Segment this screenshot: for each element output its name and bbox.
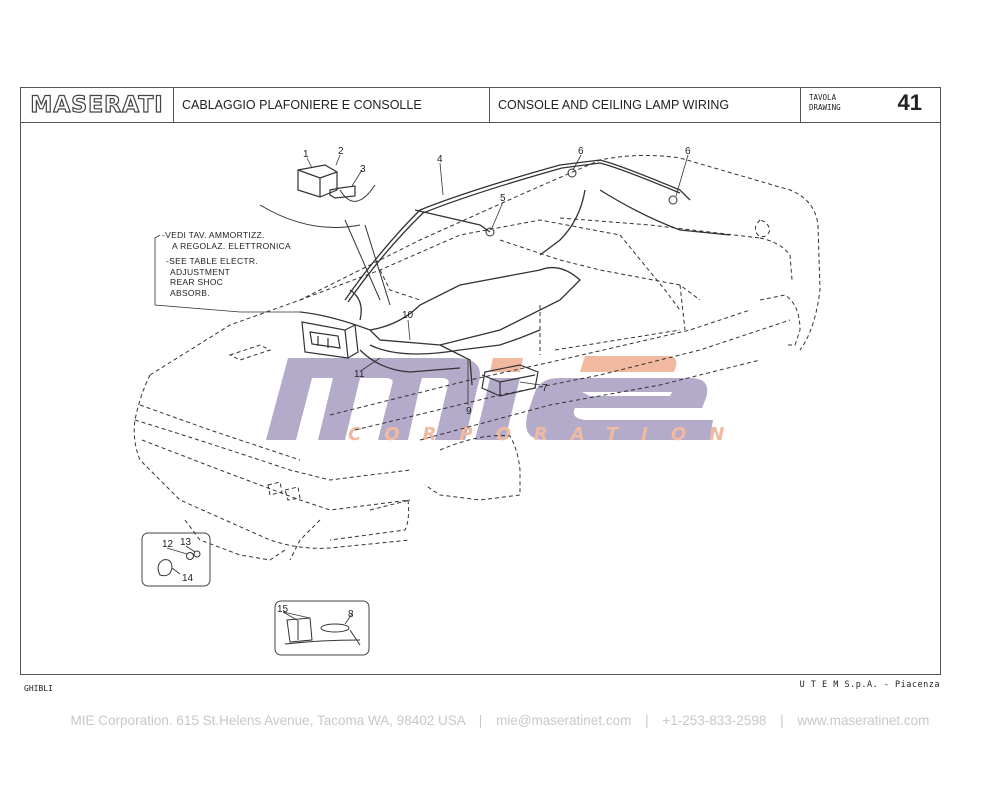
- inset-box-switch: [274, 600, 370, 656]
- drawing-number-cell: TAVOLA DRAWING 41: [801, 88, 940, 122]
- note-en-line2: ADJUSTMENT: [170, 266, 231, 277]
- callout-13: 13: [180, 537, 192, 548]
- console-harness: [299, 266, 581, 386]
- model-code: GHIBLI: [24, 684, 53, 693]
- footer-email-link[interactable]: mie@maseratinet.com: [496, 713, 632, 728]
- note-en-line1: -SEE TABLE ELECTR.: [166, 256, 259, 266]
- callout-6b: 6: [685, 146, 691, 157]
- lamp-lens-14: [157, 559, 173, 577]
- note-en-line4: ABSORB.: [170, 287, 210, 298]
- callout-7: 7: [542, 383, 548, 394]
- publisher-credit: U T E M S.p.A. - Piacenza: [799, 680, 940, 690]
- drawing-label-en: DRAWING: [809, 103, 841, 112]
- footer-separator: |: [645, 713, 649, 728]
- watermark-mie: [266, 358, 713, 440]
- footer-separator: |: [780, 713, 784, 728]
- drawing-sheet: MASERATI CABLAGGIO PLAFONIERE E CONSOLLE…: [20, 87, 941, 675]
- title-english: CONSOLE AND CEILING LAMP WIRING: [490, 88, 801, 122]
- callout-10: 10: [402, 310, 414, 321]
- callout-12: 12: [162, 539, 174, 550]
- title-block: MASERATI CABLAGGIO PLAFONIERE E CONSOLLE…: [21, 88, 940, 123]
- callout-1: 1: [303, 149, 309, 160]
- inset-box-lamp: [141, 532, 211, 587]
- drawing-number: 41: [897, 90, 922, 115]
- callout-numbers: 1 2 3 4 5 6 6 7 8 9 10 11 12 13 14 15: [162, 146, 691, 620]
- note-en-line3: REAR SHOC: [170, 277, 224, 287]
- drawing-label: TAVOLA DRAWING: [809, 93, 841, 113]
- callout-14: 14: [182, 573, 194, 584]
- page-footer: MIE Corporation. 615 St.Helens Avenue, T…: [0, 713, 1000, 728]
- note-english: -SEE TABLE ELECTR. ADJUSTMENT REAR SHOC …: [166, 256, 258, 298]
- callout-leaders: [154, 154, 689, 405]
- roof-harness: [344, 159, 731, 303]
- car-body-outline: [133, 154, 821, 561]
- lamp-5: [485, 227, 495, 237]
- callout-9: 9: [466, 406, 472, 417]
- note-it-line1: -VEDI TAV. AMMORTIZZ.: [162, 230, 265, 240]
- brand-text: MASERATI: [30, 92, 164, 118]
- lamp-6b: [668, 195, 678, 205]
- callout-4: 4: [437, 154, 443, 165]
- footer-phone: +1-253-833-2598: [662, 713, 767, 728]
- control-unit-11: [301, 321, 359, 359]
- callout-3: 3: [360, 164, 366, 175]
- watermark-corporation: CORPORATION: [348, 424, 748, 445]
- cable-8: [320, 623, 350, 633]
- bulb-12: [186, 552, 194, 560]
- module-7: [481, 364, 539, 397]
- switch-unit-1: [297, 164, 356, 199]
- callout-2: 2: [338, 146, 344, 157]
- drawing-label-it: TAVOLA: [809, 93, 837, 102]
- footer-separator: |: [478, 713, 483, 728]
- maserati-logo: MASERATI: [21, 88, 174, 122]
- switch-15: [286, 617, 313, 643]
- callout-6a: 6: [578, 146, 584, 157]
- note-italian: -VEDI TAV. AMMORTIZZ. A REGOLAZ. ELETTRO…: [162, 230, 291, 251]
- footer-address: MIE Corporation. 615 St.Helens Avenue, T…: [70, 713, 466, 728]
- callout-5: 5: [500, 193, 506, 204]
- bulb-13: [193, 550, 201, 558]
- callout-15: 15: [277, 604, 289, 615]
- callout-11: 11: [354, 369, 365, 380]
- title-italian: CABLAGGIO PLAFONIERE E CONSOLLE: [174, 88, 490, 122]
- lamp-6a: [567, 168, 577, 178]
- callout-8: 8: [348, 609, 354, 620]
- footer-website-link[interactable]: www.maseratinet.com: [797, 713, 930, 728]
- note-it-line2: A REGOLAZ. ELETTRONICA: [172, 240, 292, 251]
